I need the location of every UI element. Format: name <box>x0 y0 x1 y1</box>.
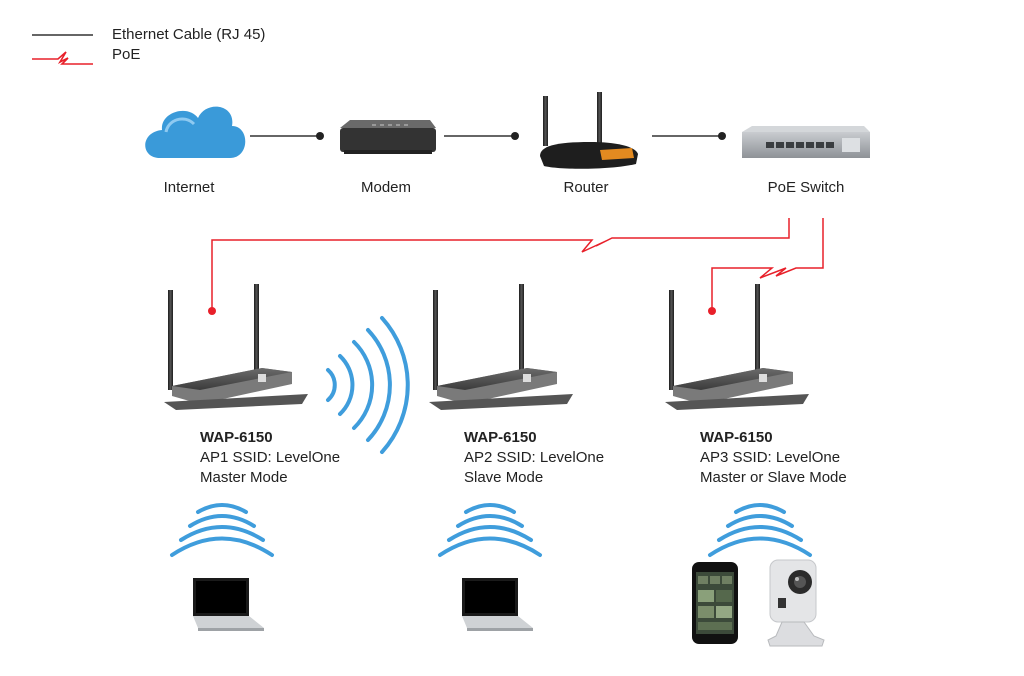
router-icon <box>540 92 638 169</box>
wds-wireless-icon <box>326 316 410 454</box>
ap3-model: WAP-6150 <box>700 429 773 446</box>
ap1-model: WAP-6150 <box>200 429 273 446</box>
poe-link-ap3 <box>711 218 824 310</box>
ap2-mode: Slave Mode <box>464 469 544 486</box>
laptop-icon <box>193 578 264 631</box>
ap1-ssid: AP1 SSID: LevelOne <box>200 449 341 466</box>
access-point-1-icon <box>164 284 308 410</box>
wifi-icon-ap3 <box>708 503 812 557</box>
legend-poe-label: PoE <box>112 46 141 63</box>
access-point-2-icon <box>429 284 573 410</box>
internet-label: Internet <box>163 179 215 196</box>
wifi-icon-ap1 <box>170 503 274 557</box>
laptop-icon <box>462 578 533 631</box>
legend <box>32 34 93 65</box>
access-point-3-info: WAP-6150 AP3 SSID: LevelOne Master or Sl… <box>700 428 847 488</box>
cloud-icon <box>145 106 246 158</box>
router-label: Router <box>563 179 609 196</box>
poe-link-ap1 <box>211 218 790 310</box>
modem-icon <box>340 120 436 154</box>
modem-label: Modem <box>360 179 412 196</box>
ap2-model: WAP-6150 <box>464 429 537 446</box>
poe-links <box>211 218 824 310</box>
wifi-icon-ap2 <box>438 503 542 557</box>
legend-ethernet-label: Ethernet Cable (RJ 45) <box>112 26 266 43</box>
smartphone-icon <box>692 562 738 644</box>
poe-endpoints <box>208 307 716 315</box>
poe-switch-icon <box>742 126 870 158</box>
poe-switch-label: PoE Switch <box>767 179 845 196</box>
link-endpoints <box>316 132 726 140</box>
ap3-mode: Master or Slave Mode <box>700 469 847 486</box>
legend-poe-bolt <box>32 51 93 65</box>
ap2-ssid: AP2 SSID: LevelOne <box>464 449 605 466</box>
ap3-ssid: AP3 SSID: LevelOne <box>700 449 841 466</box>
access-point-1-info: WAP-6150 AP1 SSID: LevelOne Master Mode <box>200 428 340 488</box>
access-point-3-icon <box>665 284 809 410</box>
access-point-2-info: WAP-6150 AP2 SSID: LevelOne Slave Mode <box>464 428 604 488</box>
ap1-mode: Master Mode <box>200 469 288 486</box>
ip-camera-icon <box>767 559 825 647</box>
